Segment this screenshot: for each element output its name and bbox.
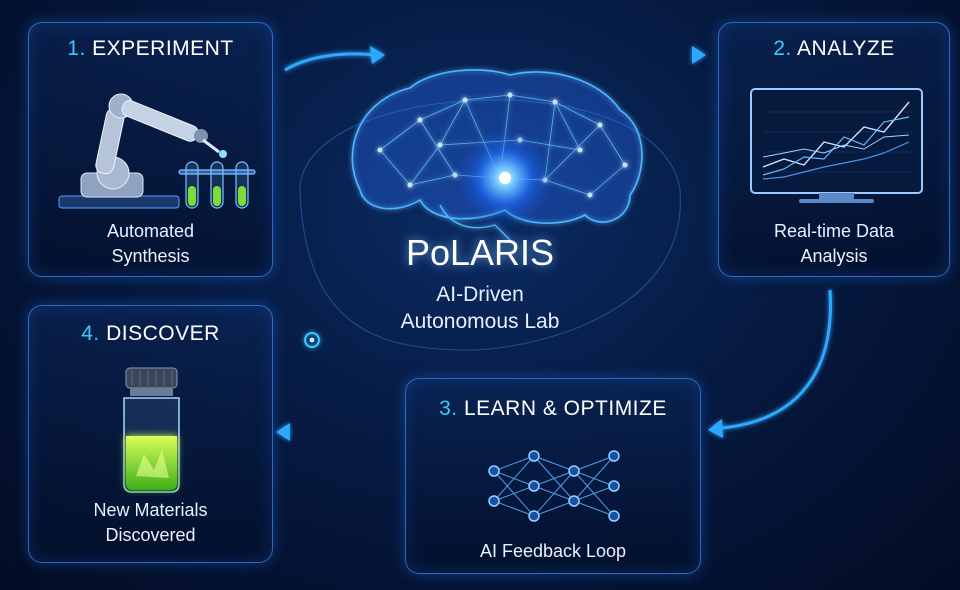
step-number: 2. (773, 37, 792, 60)
monitor-chart-icon (750, 88, 923, 203)
step-number: 3. (439, 397, 458, 420)
step-caption-discover: New Materials Discovered (29, 498, 272, 548)
caption-line: New Materials (93, 500, 208, 520)
caption-line: Discovered (105, 525, 196, 545)
step-caption-experiment: Automated Synthesis (29, 219, 272, 269)
caption-line: Synthesis (111, 246, 190, 266)
step-caption-analyze: Real-time Data Analysis (719, 219, 949, 269)
brain-network-icon (351, 69, 643, 241)
step-title-discover: 4. DISCOVER (29, 322, 272, 346)
robot-arm-icon (58, 93, 256, 209)
step-title-text: DISCOVER (106, 322, 220, 345)
step-title-analyze: 2. ANALYZE (719, 37, 949, 61)
step-card-learn-optimize: 3. LEARN & OPTIMIZE AI Feedback Loop (405, 378, 701, 574)
step-card-discover: 4. DISCOVER New Materials Discovered (28, 305, 273, 563)
caption-line: Real-time Data (773, 221, 895, 241)
step-number: 4. (81, 322, 100, 345)
step-title-text: LEARN & OPTIMIZE (463, 397, 667, 420)
step-number: 1. (67, 37, 86, 60)
orbit-node (304, 332, 320, 348)
step-title-learn-optimize: 3. LEARN & OPTIMIZE (406, 397, 700, 421)
arrow-analyze-to-learn (721, 289, 832, 430)
caption-line: Analysis (800, 246, 868, 266)
glowing-vial-icon (123, 367, 180, 493)
center-title: PoLARIS (405, 232, 555, 273)
arrow-experiment-to-center (284, 52, 376, 72)
step-title-experiment: 1. EXPERIMENT (29, 37, 272, 61)
step-card-experiment: 1. EXPERIMENT Automated Synthesis (28, 22, 273, 277)
center-subtitle-line2: Autonomous Lab (400, 310, 560, 333)
step-caption-learn-optimize: AI Feedback Loop (406, 539, 700, 564)
caption-line: AI Feedback Loop (479, 541, 627, 561)
step-card-analyze: 2. ANALYZE Real-time Data Analysis (718, 22, 950, 277)
step-title-text: ANALYZE (797, 37, 895, 60)
neural-network-icon (488, 450, 620, 522)
center-subtitle-line1: AI-Driven (436, 283, 524, 306)
step-title-text: EXPERIMENT (92, 37, 234, 60)
caption-line: Automated (106, 221, 195, 241)
